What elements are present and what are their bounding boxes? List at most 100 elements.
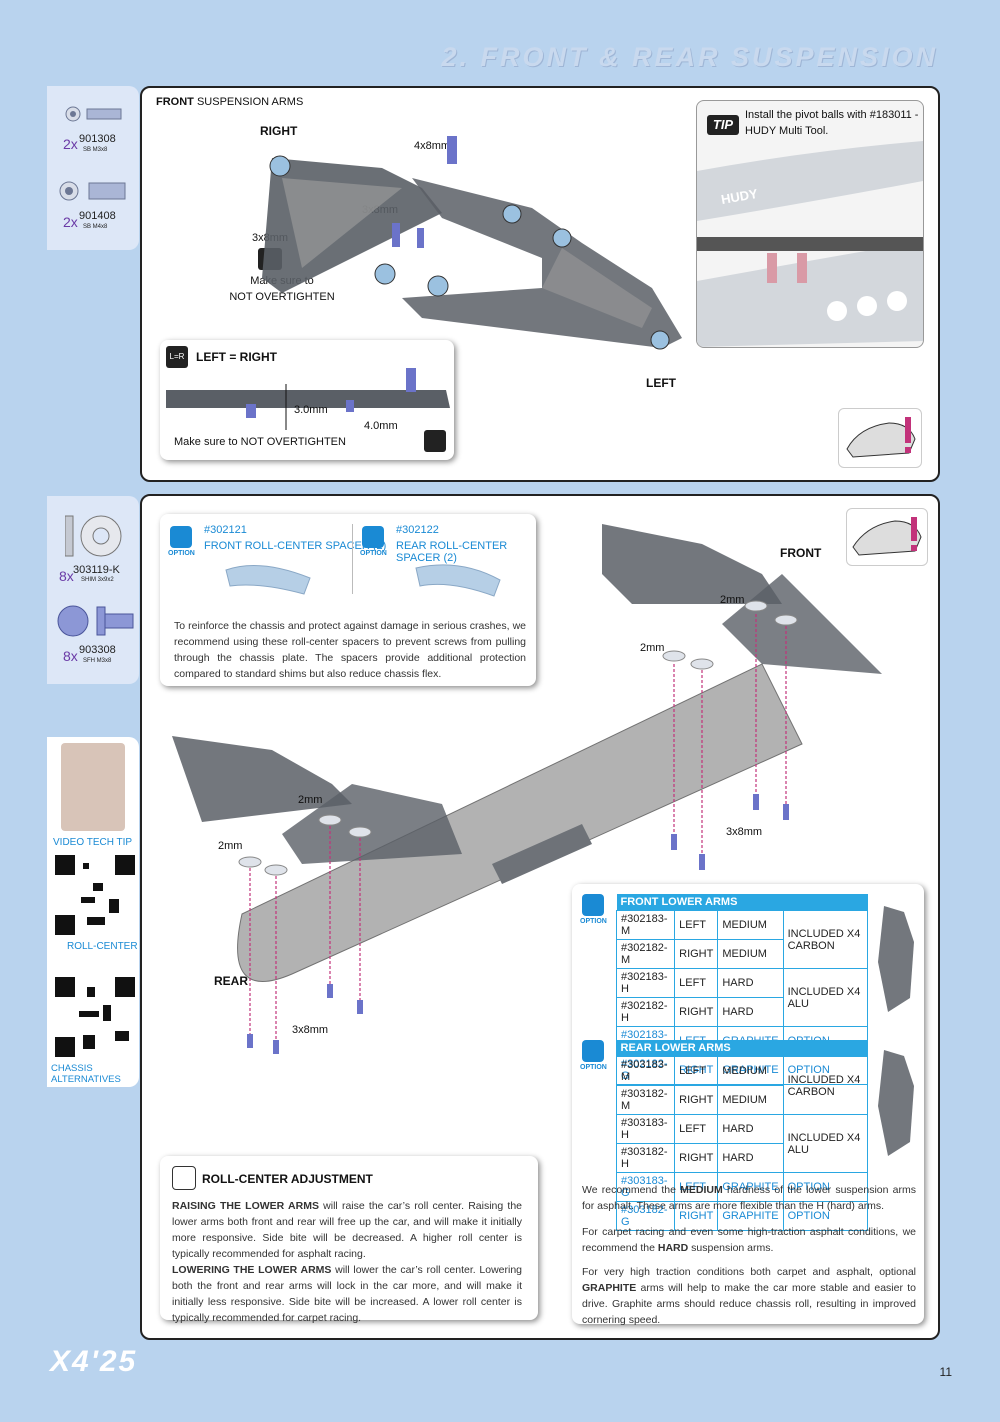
cell: #303182-G — [615, 1201, 676, 1231]
cell: #303183-G — [615, 1172, 676, 1202]
presenter-photo — [61, 743, 125, 831]
cell: #303182-H — [615, 1143, 676, 1173]
cell: INCLUDED X4 CARBON — [782, 910, 869, 969]
part-sub: SHIM 3x9x2 — [81, 577, 114, 583]
right-label: RIGHT — [260, 124, 298, 138]
qty: 2x — [63, 214, 78, 230]
cell: RIGHT — [674, 997, 719, 1027]
rear-label: REAR — [214, 974, 249, 988]
text: hardness of the lower suspension arms fo… — [582, 1184, 916, 1212]
cell: #303183-H — [615, 1114, 676, 1144]
panel-heading: FRONT SUSPENSION ARMS — [156, 96, 303, 108]
part-sub: SB M3x8 — [83, 147, 108, 153]
roll-center-title: ROLL-CENTER ADJUSTMENT — [202, 1172, 373, 1186]
screw-flat-icon — [57, 605, 134, 637]
cell: HARD — [717, 968, 784, 998]
cell: MEDIUM — [717, 1085, 784, 1115]
dim-4x8: 4x8mm — [414, 140, 451, 152]
dim-2mm: 2mm — [640, 642, 665, 654]
text-bold: HARD — [657, 1242, 689, 1254]
screw-icon — [59, 181, 126, 201]
cell: RIGHT — [674, 1143, 719, 1173]
chassis-diagram — [172, 524, 882, 1054]
cell: #302182-M — [615, 939, 676, 969]
thumbs-up-icon — [582, 1040, 604, 1062]
tip-box: TIP Install the pivot balls with #183011… — [696, 100, 924, 348]
part-sub: SB M4x8 — [83, 224, 108, 230]
dim-2mm: 2mm — [218, 840, 243, 852]
left-right-icon: L=R — [166, 346, 188, 368]
cell: HARD — [717, 1114, 784, 1144]
left-right-title: LEFT = RIGHT — [196, 350, 277, 364]
cell: LEFT — [674, 1056, 719, 1086]
cell: HARD — [717, 997, 784, 1027]
option-description: To reinforce the chassis and protect aga… — [174, 620, 526, 680]
car-warning-icon — [846, 508, 928, 566]
shim-icon — [65, 515, 122, 557]
text: will lower the car’s roll center. Loweri… — [172, 1264, 522, 1324]
tip-drawing — [697, 141, 923, 347]
part-number: 901308 — [79, 133, 116, 145]
parts-box-top: 2x 901308 SB M3x8 2x 901408 SB M4x8 — [47, 86, 139, 250]
l-letter: L — [169, 352, 174, 361]
part-number: 903308 — [79, 644, 116, 656]
recommend-graphite: For very high traction conditions both c… — [582, 1264, 916, 1328]
cell: OPTION — [782, 1172, 869, 1202]
qr-code-roll-center[interactable] — [53, 853, 137, 937]
front-table-header: FRONT LOWER ARMS — [616, 894, 868, 911]
cell: MEDIUM — [717, 1056, 784, 1086]
cell: RIGHT — [674, 1085, 719, 1115]
chassis-alternatives-label: CHASSIS ALTERNATIVES — [51, 1063, 121, 1085]
dim-3x8: 3x8mm — [726, 826, 763, 838]
dim-2mm: 2mm — [720, 594, 745, 606]
roll-center-card: ROLL-CENTER ADJUSTMENT RAISING THE LOWER… — [160, 1156, 538, 1324]
front-spacer-number: #302121 — [204, 524, 247, 536]
text: suspension arms. — [688, 1242, 774, 1254]
text-bold: LOWERING THE LOWER ARMS — [172, 1264, 332, 1276]
text: arms will help to make the car more stab… — [582, 1282, 916, 1326]
front-arms-panel: FRONT SUSPENSION ARMS RIGHT 4x8mm 3x8mm … — [140, 86, 940, 482]
text: We recommend the — [582, 1184, 681, 1196]
option-label: OPTION — [360, 550, 387, 557]
rear-arm-image — [878, 1050, 914, 1156]
thumbs-up-icon — [170, 526, 192, 548]
lowering-text: LOWERING THE LOWER ARMS will lower the c… — [172, 1262, 522, 1326]
part-sub: SFH M3x8 — [83, 658, 112, 664]
warning-line2: NOT OVERTIGHTEN — [229, 291, 335, 303]
parts-box-lower: 8x 303119-K SHIM 3x9x2 8x 903308 SFH M3x… — [47, 496, 139, 684]
qr-code-chassis[interactable] — [53, 975, 137, 1059]
cell: MEDIUM — [717, 939, 784, 969]
qty: 2x — [63, 136, 78, 152]
video-tip-label[interactable]: VIDEO TECH TIP — [53, 837, 133, 848]
cell: GRAPHITE — [717, 1201, 784, 1231]
cell: INCLUDED X4 ALU — [782, 968, 869, 1027]
cell: #302183-M — [615, 910, 676, 940]
front-arms-drawing — [262, 136, 682, 350]
left-right-drawing — [166, 368, 450, 430]
magnifier-icon — [424, 430, 446, 452]
option-label: OPTION — [580, 1064, 607, 1071]
option-label: OPTION — [580, 918, 607, 925]
cell: MEDIUM — [717, 910, 784, 940]
page-number: 11 — [939, 1365, 952, 1379]
overtighten-warning: Make sure to NOT OVERTIGHTEN — [174, 436, 346, 448]
screw-icon — [65, 106, 122, 122]
front-arm-image — [878, 906, 914, 1012]
cell: RIGHT — [674, 939, 719, 969]
front-spacer-name: FRONT ROLL-CENTER SPACER (2) — [204, 540, 387, 552]
raising-text: RAISING THE LOWER ARMS will raise the ca… — [172, 1198, 522, 1262]
roll-center-label: ROLL-CENTER — [67, 941, 138, 952]
qty: 8x — [59, 568, 74, 584]
x4-logo: X4'25 — [50, 1345, 138, 1378]
divider — [352, 524, 353, 594]
part-number: 303119-K — [73, 564, 120, 576]
text-bold: RAISING THE LOWER ARMS — [172, 1200, 319, 1212]
dim-3mm: 3.0mm — [294, 404, 328, 416]
left-right-card: L=R LEFT = RIGHT 3.0mm 4.0mm Make sure t… — [160, 340, 454, 460]
qty: 8x — [63, 648, 78, 664]
text-bold: GRAPHITE — [582, 1282, 637, 1294]
option-card: OPTION #302121 FRONT ROLL-CENTER SPACER … — [160, 514, 536, 686]
dim-4mm: 4.0mm — [364, 420, 398, 432]
